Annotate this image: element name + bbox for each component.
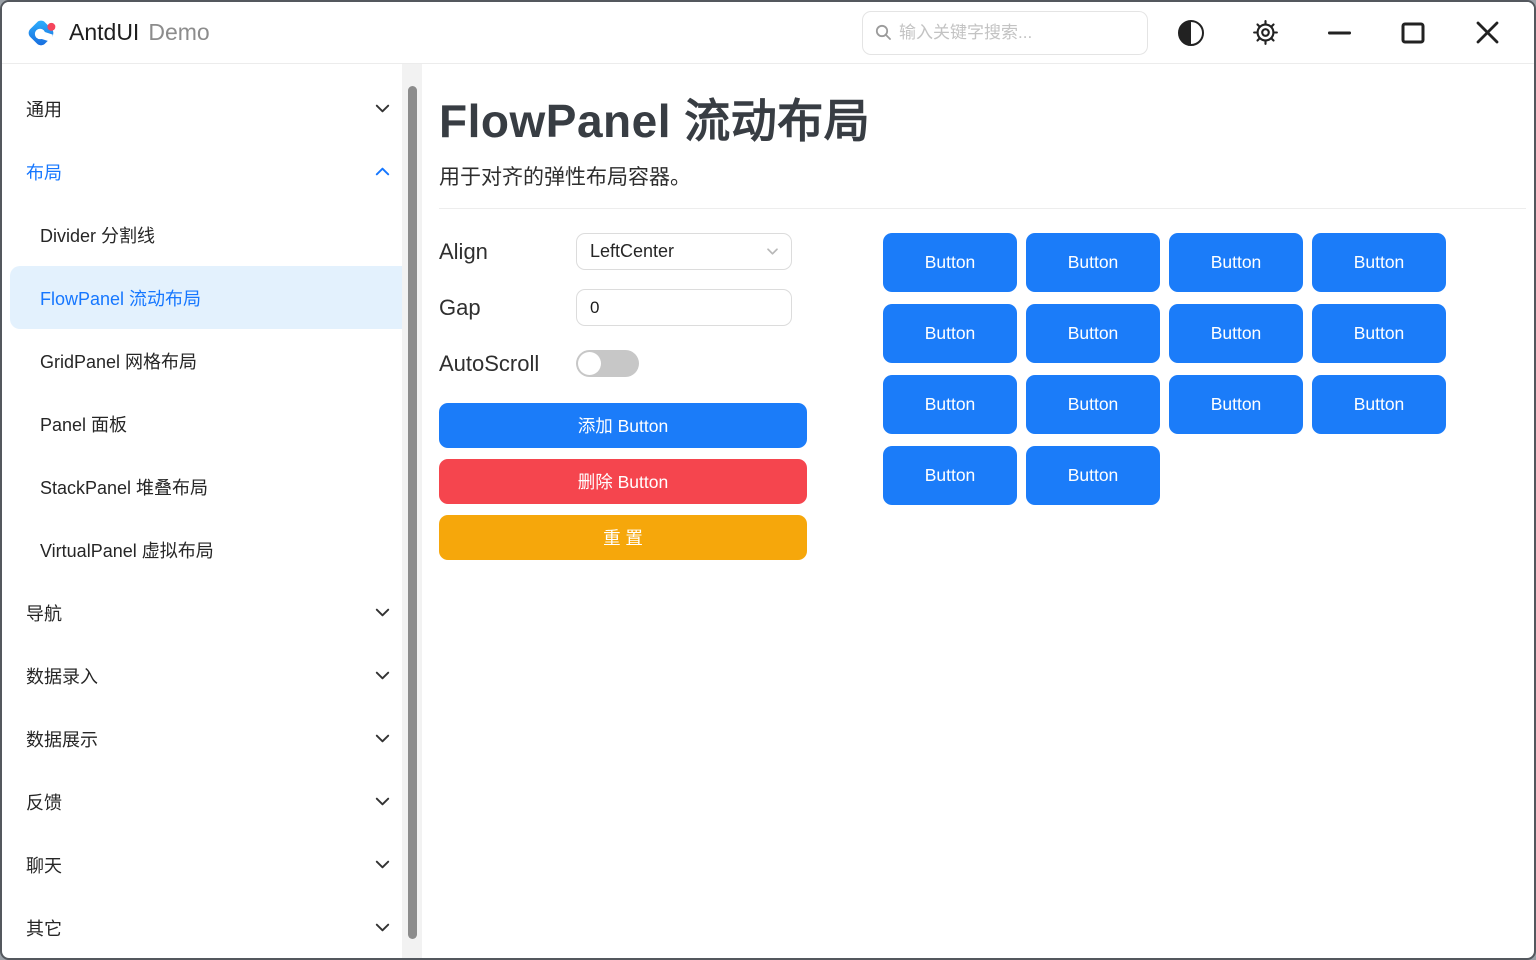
sidebar-item-label: Divider 分割线: [40, 225, 156, 246]
sidebar-item-label: StackPanel 堆叠布局: [40, 477, 209, 498]
flow-button[interactable]: Button: [1169, 375, 1303, 434]
flow-button[interactable]: Button: [1312, 304, 1446, 363]
remove-button-action[interactable]: 删除 Button: [439, 459, 807, 504]
flow-button[interactable]: Button: [883, 375, 1017, 434]
add-button-action[interactable]: 添加 Button: [439, 403, 807, 448]
flow-button[interactable]: Button: [1169, 304, 1303, 363]
chevron-down-icon: [375, 104, 390, 113]
sidebar-item-stackpanel[interactable]: StackPanel 堆叠布局: [10, 455, 414, 518]
sidebar-item-layout[interactable]: 布局: [10, 140, 414, 203]
app-title: AntdUI Demo: [69, 19, 210, 46]
section-divider: [439, 208, 1526, 209]
sidebar-scrollbar-track[interactable]: [402, 64, 422, 958]
autoscroll-label: AutoScroll: [439, 350, 540, 376]
sidebar-scrollbar-thumb[interactable]: [408, 86, 417, 939]
sidebar-item-label: Panel 面板: [40, 414, 128, 435]
gap-input[interactable]: [576, 289, 792, 326]
flow-button[interactable]: Button: [883, 304, 1017, 363]
sidebar-item-feedback[interactable]: 反馈: [10, 770, 414, 833]
sidebar-item-label: FlowPanel 流动布局: [40, 288, 202, 309]
chevron-down-icon: [375, 923, 390, 932]
chevron-down-icon: [375, 734, 390, 743]
sidebar-item-chat[interactable]: 聊天: [10, 833, 414, 896]
sidebar-item-label: 布局: [26, 162, 62, 183]
flow-button[interactable]: Button: [1026, 304, 1160, 363]
maximize-icon: [1401, 22, 1425, 43]
sidebar-item-label: 聊天: [26, 855, 62, 876]
sidebar-item-label: 数据展示: [26, 729, 98, 750]
flow-button[interactable]: Button: [1169, 233, 1303, 292]
page-subtitle: 用于对齐的弹性布局容器。: [439, 166, 691, 189]
title-bar: AntdUI Demo: [2, 2, 1534, 64]
app-title-secondary: Demo: [148, 19, 210, 45]
minimize-button[interactable]: [1302, 10, 1376, 56]
align-label: Align: [439, 238, 488, 264]
app-title-primary: AntdUI: [69, 19, 140, 45]
settings-button[interactable]: [1228, 10, 1302, 56]
autoscroll-toggle[interactable]: [576, 350, 639, 377]
antdui-logo-icon: [28, 20, 56, 45]
close-button[interactable]: [1450, 10, 1524, 56]
app-body: 通用 布局 Divider 分割线 FlowPanel 流动布局 GridPan…: [2, 64, 1534, 958]
sidebar-item-data-entry[interactable]: 数据录入: [10, 644, 414, 707]
search-box[interactable]: [862, 10, 1148, 55]
sidebar-item-label: 其它: [26, 918, 62, 939]
flow-button[interactable]: Button: [1026, 375, 1160, 434]
align-select-value: LeftCenter: [590, 241, 675, 261]
sidebar-item-label: 导航: [26, 603, 62, 624]
reset-button-action[interactable]: 重 置: [439, 515, 807, 560]
gap-control-row: Gap: [439, 289, 807, 326]
maximize-button[interactable]: [1376, 10, 1450, 56]
demo-area: Align LeftCenter Gap AutoScroll: [439, 233, 1526, 560]
sidebar-item-data-display[interactable]: 数据展示: [10, 707, 414, 770]
sidebar-item-divider[interactable]: Divider 分割线: [10, 203, 414, 266]
controls-panel: Align LeftCenter Gap AutoScroll: [439, 233, 807, 560]
minimize-icon: [1327, 31, 1351, 35]
flow-button[interactable]: Button: [1026, 233, 1160, 292]
toggle-knob: [578, 352, 601, 375]
flow-button[interactable]: Button: [1312, 375, 1446, 434]
chevron-down-icon: [375, 608, 390, 617]
chevron-down-icon: [375, 797, 390, 806]
chevron-down-icon: [375, 671, 390, 680]
chevron-down-icon: [767, 248, 778, 255]
sidebar-item-general[interactable]: 通用: [10, 77, 414, 140]
page-title: FlowPanel 流动布局: [439, 95, 871, 147]
theme-contrast-icon: [1178, 19, 1204, 46]
theme-toggle-button[interactable]: [1154, 10, 1228, 56]
close-icon: [1476, 21, 1498, 44]
main-content: FlowPanel 流动布局 用于对齐的弹性布局容器。 Align LeftCe…: [422, 64, 1534, 958]
sidebar-item-navigation[interactable]: 导航: [10, 581, 414, 644]
sidebar: 通用 布局 Divider 分割线 FlowPanel 流动布局 GridPan…: [2, 64, 422, 958]
chevron-down-icon: [375, 860, 390, 869]
sidebar-item-virtualpanel[interactable]: VirtualPanel 虚拟布局: [10, 518, 414, 581]
align-control-row: Align LeftCenter: [439, 233, 807, 270]
sidebar-item-label: VirtualPanel 虚拟布局: [40, 540, 214, 561]
search-icon: [875, 24, 891, 40]
sidebar-item-other[interactable]: 其它: [10, 896, 414, 958]
flow-button[interactable]: Button: [883, 446, 1017, 505]
search-input[interactable]: [899, 22, 1135, 43]
chevron-up-icon: [375, 167, 390, 176]
sidebar-item-gridpanel[interactable]: GridPanel 网格布局: [10, 329, 414, 392]
flow-button[interactable]: Button: [1312, 233, 1446, 292]
flow-button[interactable]: Button: [1026, 446, 1160, 505]
settings-gear-icon: [1252, 20, 1278, 45]
sidebar-item-label: 数据录入: [26, 666, 98, 687]
autoscroll-control-row: AutoScroll: [439, 345, 807, 382]
gap-label: Gap: [439, 294, 481, 320]
sidebar-item-label: 反馈: [26, 792, 62, 813]
sidebar-item-label: 通用: [26, 99, 62, 120]
sidebar-item-label: GridPanel 网格布局: [40, 351, 198, 372]
sidebar-item-flowpanel[interactable]: FlowPanel 流动布局: [10, 266, 414, 329]
sidebar-item-panel[interactable]: Panel 面板: [10, 392, 414, 455]
flowpanel-demo: Button Button Button Button Button Butto…: [883, 233, 1526, 560]
flow-button[interactable]: Button: [883, 233, 1017, 292]
titlebar-actions: [1154, 10, 1524, 56]
align-select[interactable]: LeftCenter: [576, 233, 792, 270]
